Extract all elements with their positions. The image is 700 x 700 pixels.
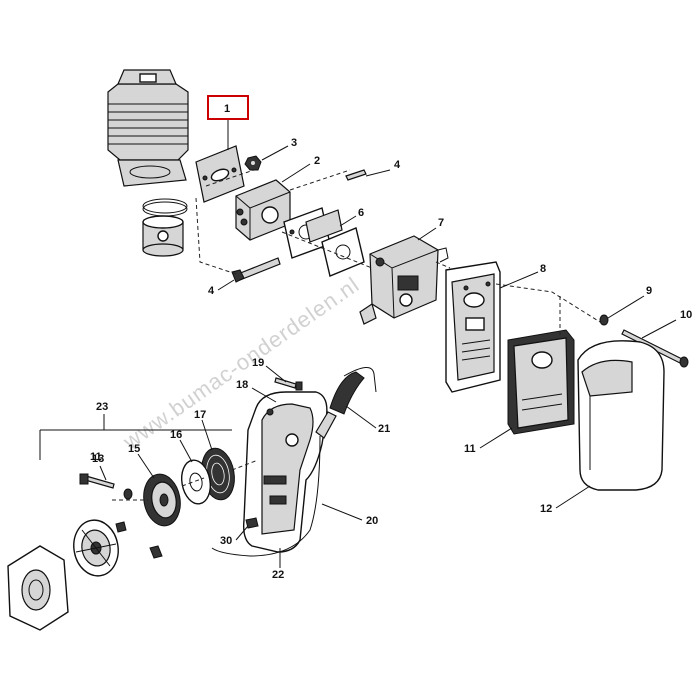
svg-text:4: 4 bbox=[394, 159, 401, 171]
air-filter-base-part-8[interactable] bbox=[445, 261, 501, 393]
svg-text:20: 20 bbox=[366, 515, 378, 527]
part-label-16[interactable]: 16 bbox=[170, 429, 193, 463]
nut-part-3[interactable] bbox=[244, 155, 262, 171]
svg-text:16: 16 bbox=[170, 429, 182, 441]
part-label-9[interactable]: 9 bbox=[607, 285, 652, 319]
part-label-1[interactable]: 1 bbox=[224, 103, 230, 150]
spring-cover-part-16[interactable] bbox=[178, 458, 213, 506]
starter-cup bbox=[73, 519, 119, 577]
part-label-13[interactable]: 13 bbox=[92, 453, 107, 481]
part-label-10[interactable]: 10 bbox=[641, 309, 692, 339]
svg-text:1: 1 bbox=[224, 103, 230, 115]
svg-text:4: 4 bbox=[208, 285, 215, 297]
part-label-17[interactable]: 17 bbox=[194, 409, 213, 451]
svg-text:22: 22 bbox=[272, 569, 284, 581]
svg-text:10: 10 bbox=[680, 309, 692, 321]
svg-text:17: 17 bbox=[194, 409, 206, 421]
svg-text:13: 13 bbox=[92, 453, 104, 465]
svg-text:6: 6 bbox=[358, 207, 364, 219]
gasket-part-1[interactable] bbox=[195, 145, 245, 203]
part-label-11-left[interactable]: 11 bbox=[90, 451, 102, 463]
svg-text:11: 11 bbox=[90, 451, 102, 463]
part-label-21[interactable]: 21 bbox=[345, 405, 390, 435]
piston bbox=[142, 215, 184, 257]
air-filter-cover-part-12[interactable] bbox=[577, 340, 665, 491]
starter-rope-part-20[interactable] bbox=[211, 435, 321, 557]
svg-text:30: 30 bbox=[220, 535, 232, 547]
screw-part-19[interactable] bbox=[274, 377, 303, 391]
svg-text:11: 11 bbox=[464, 443, 476, 455]
cylinder bbox=[107, 69, 189, 187]
part-label-18[interactable]: 18 bbox=[236, 379, 277, 403]
highlight-box bbox=[207, 95, 249, 120]
part-label-7[interactable]: 7 bbox=[417, 217, 444, 241]
part-label-20[interactable]: 20 bbox=[321, 503, 378, 527]
part-label-30[interactable]: 30 bbox=[220, 525, 249, 547]
part-label-23[interactable]: 23 bbox=[39, 401, 232, 460]
svg-text:2: 2 bbox=[314, 155, 320, 167]
screw-washer-part-13[interactable] bbox=[79, 473, 133, 500]
svg-text:8: 8 bbox=[540, 263, 546, 275]
bolt-part-4-lower[interactable] bbox=[231, 257, 281, 283]
rope-pulley-part-15[interactable] bbox=[140, 471, 184, 528]
svg-text:12: 12 bbox=[540, 503, 552, 515]
starter-housing-part-22[interactable] bbox=[242, 391, 328, 553]
part-label-15[interactable]: 15 bbox=[128, 443, 155, 479]
part-label-11-right[interactable]: 11 bbox=[464, 427, 513, 455]
part-label-4-upper[interactable]: 4 bbox=[365, 159, 401, 177]
gasket-part-6[interactable] bbox=[283, 207, 365, 277]
assembly-lines bbox=[112, 169, 601, 501]
svg-text:15: 15 bbox=[128, 443, 140, 455]
stud-part-4-upper[interactable] bbox=[345, 169, 367, 181]
part-label-12[interactable]: 12 bbox=[540, 485, 591, 515]
bolt-small bbox=[115, 521, 163, 559]
svg-text:18: 18 bbox=[236, 379, 248, 391]
svg-text:21: 21 bbox=[378, 423, 390, 435]
crankcase bbox=[7, 545, 69, 631]
part-label-4-lower[interactable]: 4 bbox=[208, 279, 235, 297]
nut-part-30[interactable] bbox=[245, 517, 259, 529]
part-label-2[interactable]: 2 bbox=[281, 155, 320, 183]
svg-text:7: 7 bbox=[438, 217, 444, 229]
part-label-6[interactable]: 6 bbox=[339, 207, 364, 227]
piston-ring bbox=[142, 198, 188, 217]
carburetor-part-7[interactable] bbox=[359, 235, 449, 325]
svg-text:9: 9 bbox=[646, 285, 652, 297]
svg-text:19: 19 bbox=[252, 357, 264, 369]
nut-part-9[interactable] bbox=[599, 314, 609, 326]
starter-grip-part-21[interactable] bbox=[315, 367, 377, 439]
part-label-8[interactable]: 8 bbox=[499, 263, 546, 289]
insulator-part-2[interactable] bbox=[235, 179, 291, 241]
svg-text:23: 23 bbox=[96, 401, 108, 413]
svg-text:3: 3 bbox=[291, 137, 297, 149]
part-label-3[interactable]: 3 bbox=[261, 137, 297, 161]
air-filter-part-11[interactable] bbox=[507, 329, 575, 435]
part-label-22[interactable]: 22 bbox=[272, 548, 284, 581]
part-label-19[interactable]: 19 bbox=[252, 357, 287, 383]
